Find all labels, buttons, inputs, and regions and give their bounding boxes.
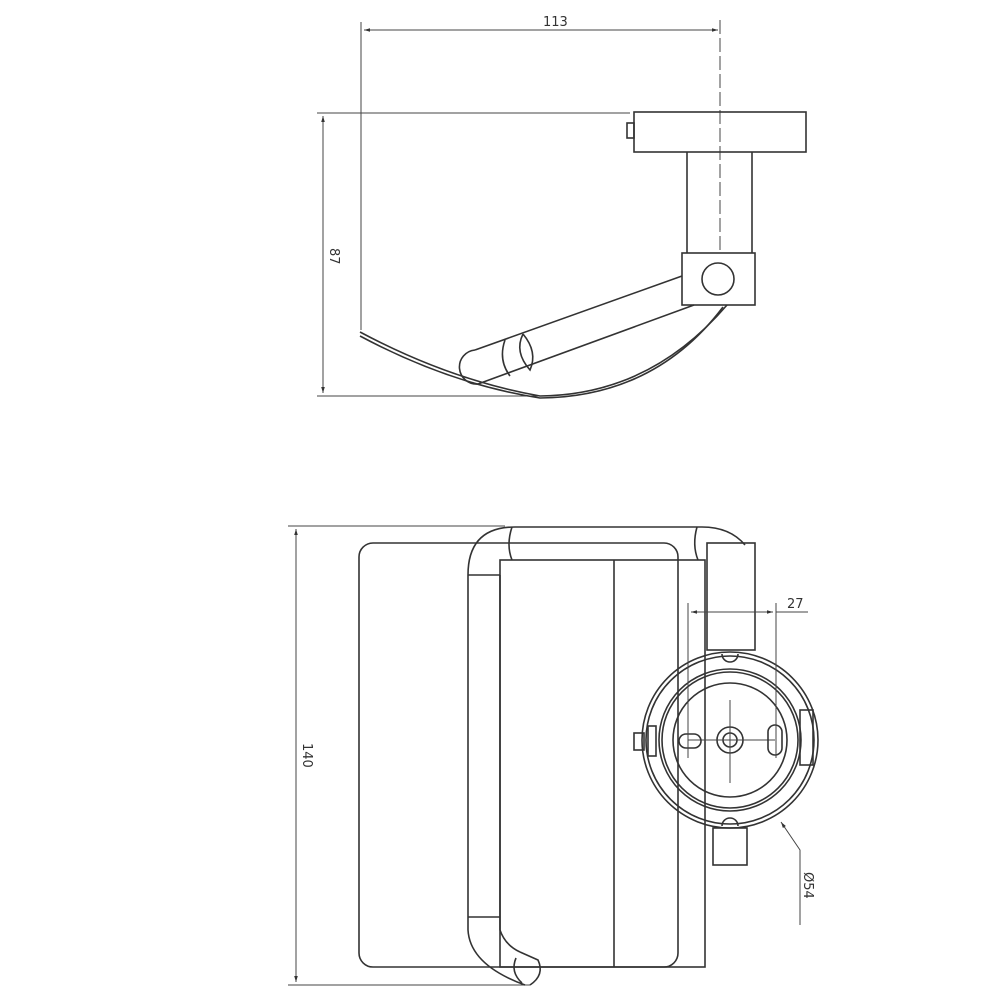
diameter-leader	[780, 821, 801, 925]
mount-flange	[633, 651, 819, 866]
dimension-113-label: 113	[543, 15, 568, 30]
top-view: 113 87	[317, 15, 807, 399]
dimension-140-label: 140	[299, 743, 314, 768]
pivot-block	[681, 252, 756, 306]
cover-panel	[499, 559, 706, 968]
front-view: 140	[288, 525, 819, 986]
stub	[712, 827, 748, 866]
mounting-slot-right	[767, 724, 783, 756]
back-plate	[358, 542, 679, 968]
mounting-slot-left	[678, 733, 702, 749]
set-screw	[626, 122, 635, 139]
dimension-54-label: Ø54	[800, 872, 815, 899]
pivot-pin	[701, 262, 735, 296]
bracket	[706, 542, 756, 651]
cover-curve	[359, 304, 728, 397]
roll-rod	[467, 526, 746, 917]
arm	[474, 275, 683, 351]
dimension-87-label: 87	[326, 248, 341, 265]
dimension-27-label: 27	[787, 597, 804, 612]
